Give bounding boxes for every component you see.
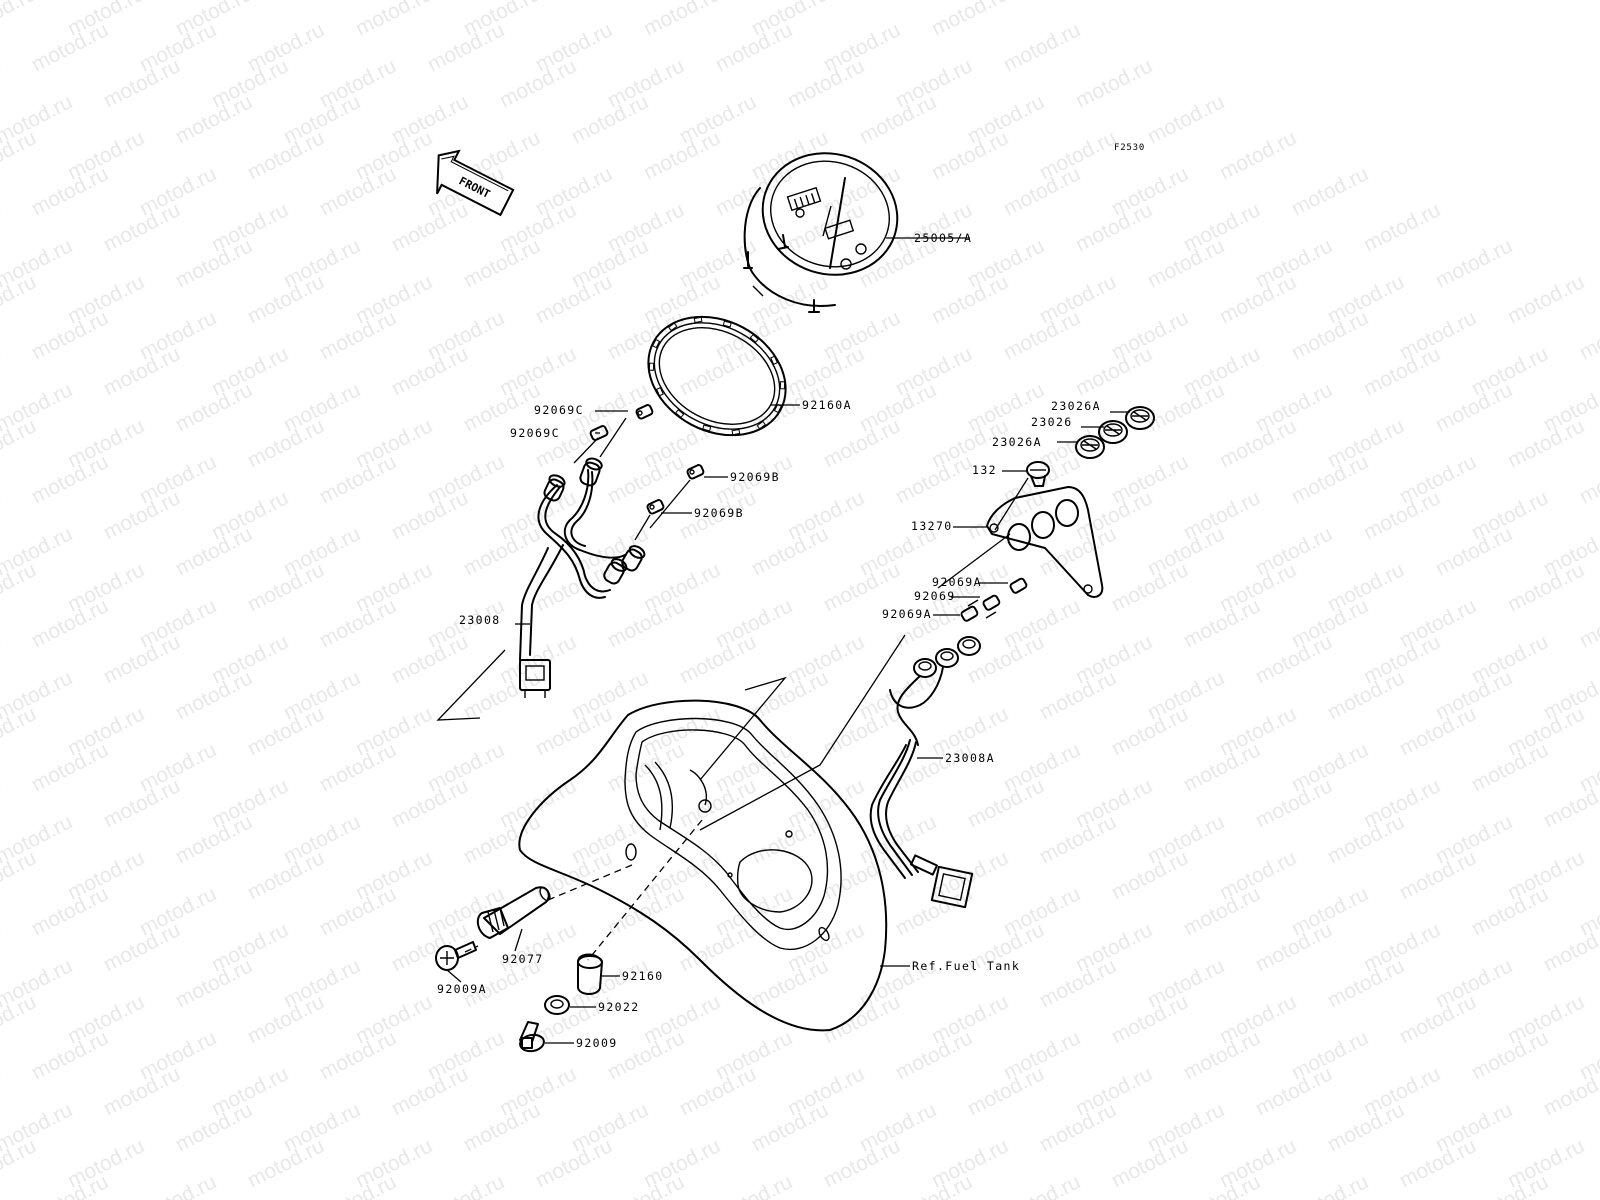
watermark-text: motod.ru: [352, 0, 436, 40]
part-label: 92160: [622, 969, 664, 983]
screw-132: [1026, 461, 1050, 487]
watermark-text: motod.ru: [0, 774, 4, 832]
bulb-socket: [543, 474, 566, 502]
part-label: Ref.Fuel Tank: [912, 959, 1020, 973]
watermark-text: motod.ru: [0, 486, 4, 544]
part-label: 92069A: [932, 575, 982, 589]
damper-92160: [577, 953, 603, 995]
part-label: 92009A: [437, 982, 487, 996]
ring-notch: [779, 381, 786, 390]
part-label: 23026: [1031, 415, 1073, 429]
bulb-socket: [579, 457, 603, 487]
watermark-text: motod.ru: [0, 630, 4, 688]
screw-92009: [519, 1021, 545, 1053]
ring-notch: [693, 316, 703, 324]
ring-notch: [656, 387, 664, 397]
bulb-92069b-2: [646, 499, 665, 515]
part-label: 92069B: [730, 470, 780, 484]
watermark-text: motod.ru: [1576, 1170, 1600, 1200]
watermark-text: motod.ru: [1000, 1170, 1084, 1200]
ring-notch: [674, 409, 685, 419]
bulb-92069a-2: [960, 605, 979, 622]
watermark-text: motod.ru: [1576, 594, 1600, 652]
watermark-text: motod.ru: [1432, 234, 1516, 292]
watermark-text: motod.ru: [640, 0, 724, 40]
watermark-text: motod.ru: [1576, 450, 1600, 508]
watermark-text: motod.ru: [568, 0, 652, 4]
watermark-text: motod.ru: [0, 342, 4, 400]
watermark-text: motod.ru: [1576, 306, 1600, 364]
part-label: 92069C: [534, 403, 584, 417]
bulb-92069c-2: [589, 425, 609, 441]
watermark-text: motod.ru: [424, 1170, 508, 1200]
part-label: 23026A: [992, 435, 1042, 449]
bulb-92069c-1: [635, 404, 654, 420]
lens-23026a-1: [1125, 406, 1155, 430]
bulb-92069: [982, 594, 1001, 611]
part-labels: 25005/A 92160A 92069C 92069C 92069B 9206…: [437, 231, 1101, 1050]
watermark-text: motod.ru: [0, 54, 4, 112]
part-label: 92077: [502, 952, 544, 966]
watermark-text: motod.ru: [1288, 162, 1372, 220]
ring-notch: [756, 420, 767, 430]
plate-13270: [986, 486, 1104, 598]
knob-92077: [476, 886, 551, 939]
watermark-text: motod.ru: [928, 0, 1012, 40]
ring-notch: [667, 322, 678, 332]
leader-lines: [436, 237, 1130, 1044]
part-label: 25005/A: [914, 231, 972, 245]
part-label: 92160A: [802, 398, 852, 412]
ring-notch: [749, 333, 760, 343]
watermark-text: motod.ru: [0, 198, 4, 256]
socket-assembly-23008: [519, 457, 646, 698]
watermark-text: motod.ru: [0, 918, 4, 976]
front-arrow-icon: FRONT: [436, 149, 515, 217]
watermark-text: motod.ru: [1072, 54, 1156, 112]
watermark-text: motod.ru: [1288, 1170, 1372, 1200]
washer-92022: [544, 995, 570, 1015]
watermark-text: motod.ru: [856, 0, 940, 4]
bulb-92069a-1: [1009, 577, 1028, 594]
ring-notch: [702, 424, 712, 432]
bulb-92069b-1: [686, 464, 705, 480]
part-label: 92069B: [694, 506, 744, 520]
meter-assembly: [743, 152, 899, 313]
watermark-text: motod.ru: [1504, 270, 1588, 328]
ring-notch: [651, 338, 661, 349]
part-label: 23008: [459, 613, 501, 627]
watermark-text: motod.ru: [1216, 126, 1300, 184]
socket-assembly-23008a: [869, 636, 981, 909]
watermark-text: motod.ru: [280, 0, 364, 4]
ring-notch: [722, 320, 732, 328]
part-label: 92069: [914, 589, 956, 603]
watermark-text: motod.ru: [136, 1170, 220, 1200]
bulb-socket: [621, 545, 646, 572]
watermark-text: motod.ru: [0, 1062, 4, 1120]
part-label: 132: [972, 463, 997, 477]
part-label: 23026A: [1051, 399, 1101, 413]
watermark-text: motod.ru: [712, 1170, 796, 1200]
part-label: 92069C: [510, 426, 560, 440]
ring-notch: [770, 355, 778, 365]
watermark-text: motod.ru: [1360, 198, 1444, 256]
fuel-tank-cover: [518, 699, 888, 1032]
part-label: 13270: [911, 519, 953, 533]
lens-23026: [1098, 420, 1128, 444]
part-label: 92069A: [882, 607, 932, 621]
watermark-text: motod.ru: [0, 0, 40, 40]
part-label: 23008A: [945, 751, 995, 765]
part-label: 92009: [576, 1036, 618, 1050]
lens-23026a-2: [1075, 435, 1105, 459]
part-label: 92022: [598, 1000, 640, 1014]
watermark-text: motod.ru: [1144, 90, 1228, 148]
watermark-text: motod.ru: [1000, 18, 1084, 76]
diagram-code: F2530: [1114, 143, 1145, 153]
ring-notch: [731, 428, 741, 436]
ring-notch: [648, 362, 655, 371]
